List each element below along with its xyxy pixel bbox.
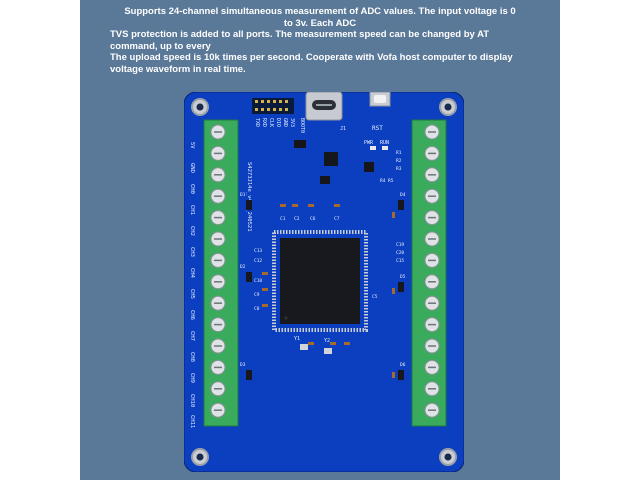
pin-label: CH5 (189, 289, 195, 299)
left-pin-labels: 5V GND CH0 CH1 CH2 CH3 CH4 CH5 CH6 CH7 C… (189, 142, 195, 428)
cap-label: C7 (334, 216, 340, 222)
diode-labels: D1 D2 D3 D4 D5 D6 (240, 192, 406, 368)
pin-label: CH7 (189, 331, 195, 341)
header-label: DIO (275, 118, 281, 127)
resistor-label: R1 (396, 150, 402, 156)
pin-label: CH8 (189, 352, 195, 362)
rst-label: RST (372, 125, 383, 132)
diode-label: D5 (400, 274, 406, 280)
cap-label: C20 (396, 250, 404, 256)
cap-label: C2 (294, 216, 300, 222)
header-label: BOOT0 (299, 118, 305, 133)
resistor-label: R3 (396, 166, 402, 172)
resistor-label: R2 (396, 158, 402, 164)
pin-label: CH3 (189, 247, 195, 257)
caption-line-1: Supports 24-channel simultaneous measure… (124, 6, 516, 17)
tvs-diodes (246, 200, 404, 380)
diode-label: D6 (400, 362, 406, 368)
header-label: 3V3 (289, 118, 295, 127)
caption-line-5: The upload speed is 10k times per second… (110, 52, 513, 63)
crystal-label: Y2 (324, 338, 330, 344)
j1-label: J1 (340, 126, 346, 132)
resistor-label: R5 (388, 178, 394, 184)
crystal-labels: Y1 Y2 (294, 336, 330, 344)
cap-labels: C19 C20 C15 C13 C12 C10 C9 C8 C5 C1 C2 C… (254, 216, 404, 312)
right-terminal-block (411, 119, 447, 427)
pin-label: CH0 (189, 184, 195, 194)
pwr-labels: PWR RUN (364, 140, 389, 146)
pin-label: GND (189, 163, 195, 173)
adc-board-photo: TXD RXD CLK DIO GND 3V3 BOOT0 J1 RST 5V … (184, 92, 464, 472)
pin-header (252, 98, 294, 114)
cap-label: C6 (310, 216, 316, 222)
cap-label: C1 (280, 216, 286, 222)
pin-label: CH6 (189, 310, 195, 320)
header-label: CLK (268, 118, 274, 127)
small-ics (294, 140, 374, 184)
cap-label: C15 (396, 258, 404, 264)
pin-label: CH1 (189, 205, 195, 215)
header-label: GND (282, 118, 288, 127)
pwr-label: PWR (364, 140, 374, 146)
right-screws (424, 124, 440, 418)
usb-c-port (305, 92, 343, 121)
header-labels: TXD RXD CLK DIO GND 3V3 BOOT0 (254, 118, 305, 133)
crystal-label: Y1 (294, 336, 300, 342)
caption-line-2: to 3v. Each ADC (283, 17, 357, 29)
pwr-run-leds (370, 146, 388, 150)
cap-label: C5 (372, 294, 378, 300)
cap-label: C12 (254, 258, 262, 264)
caption-line-4: command, up to every (110, 40, 211, 52)
cap-label: C8 (254, 306, 260, 312)
cap-label: C13 (254, 248, 262, 254)
run-label: RUN (380, 140, 389, 146)
left-terminal-block (203, 119, 239, 427)
silk-part-number: S4273J14e_v4X5_240521 (246, 162, 252, 232)
caption-line-6: voltage waveform in real time. (110, 63, 246, 75)
cap-label: C19 (396, 242, 404, 248)
crystals (300, 344, 332, 354)
pin-label: 5V (189, 142, 195, 149)
header-label: RXD (261, 118, 267, 127)
pin-label: CH9 (189, 373, 195, 383)
header-label: TXD (254, 118, 260, 127)
diode-label: D3 (240, 362, 246, 368)
pin-label: CH2 (189, 226, 195, 236)
product-caption: Supports 24-channel simultaneous measure… (80, 6, 560, 75)
pin-label: CH10 (189, 394, 195, 407)
resistor-label: R4 (380, 178, 386, 184)
caption-line-3: TVS protection is added to all ports. Th… (110, 29, 490, 40)
mounting-holes (191, 98, 457, 466)
diode-label: D1 (240, 192, 246, 198)
left-white-margin (0, 0, 80, 480)
diode-label: D2 (240, 264, 246, 270)
left-screws (210, 124, 226, 418)
diode-label: D4 (400, 192, 406, 198)
mcu-chip (272, 230, 368, 332)
pin-label: CH11 (189, 415, 195, 428)
cap-label: C9 (254, 292, 260, 298)
reset-button (369, 92, 391, 107)
cap-label: C10 (254, 278, 262, 284)
pin-label: CH4 (189, 268, 195, 279)
right-white-margin (560, 0, 640, 480)
resistor-labels: R1 R2 R3 R4 R5 (380, 150, 402, 184)
